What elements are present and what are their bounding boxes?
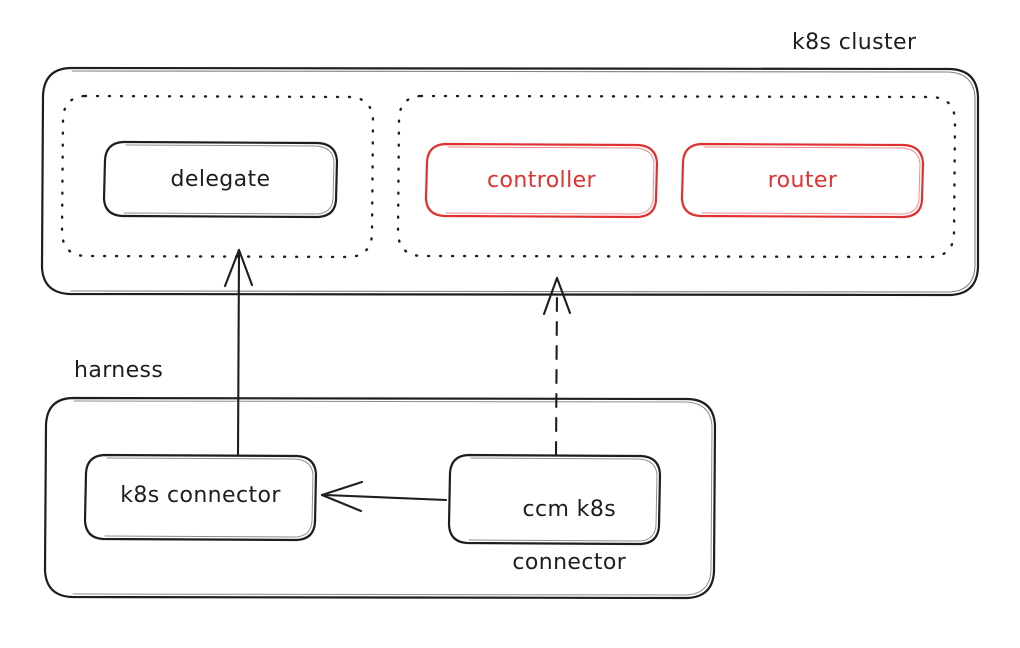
group-k8s-cluster[interactable] — [40, 66, 980, 297]
group-controller-namespace[interactable] — [396, 94, 957, 259]
group-harness[interactable] — [43, 396, 717, 600]
node-ccm-k8s-connector-box[interactable] — [447, 453, 662, 546]
node-k8s-connector-box[interactable] — [83, 453, 318, 542]
edge-connector-to-delegate[interactable] — [223, 248, 254, 457]
edge-ccm-to-controller-group[interactable] — [542, 276, 572, 457]
group-delegate-namespace[interactable] — [60, 94, 375, 259]
node-controller-box[interactable] — [424, 142, 659, 219]
node-delegate-box[interactable] — [102, 140, 339, 219]
node-router-box[interactable] — [680, 142, 925, 219]
edge-ccm-to-connector[interactable] — [320, 480, 448, 513]
